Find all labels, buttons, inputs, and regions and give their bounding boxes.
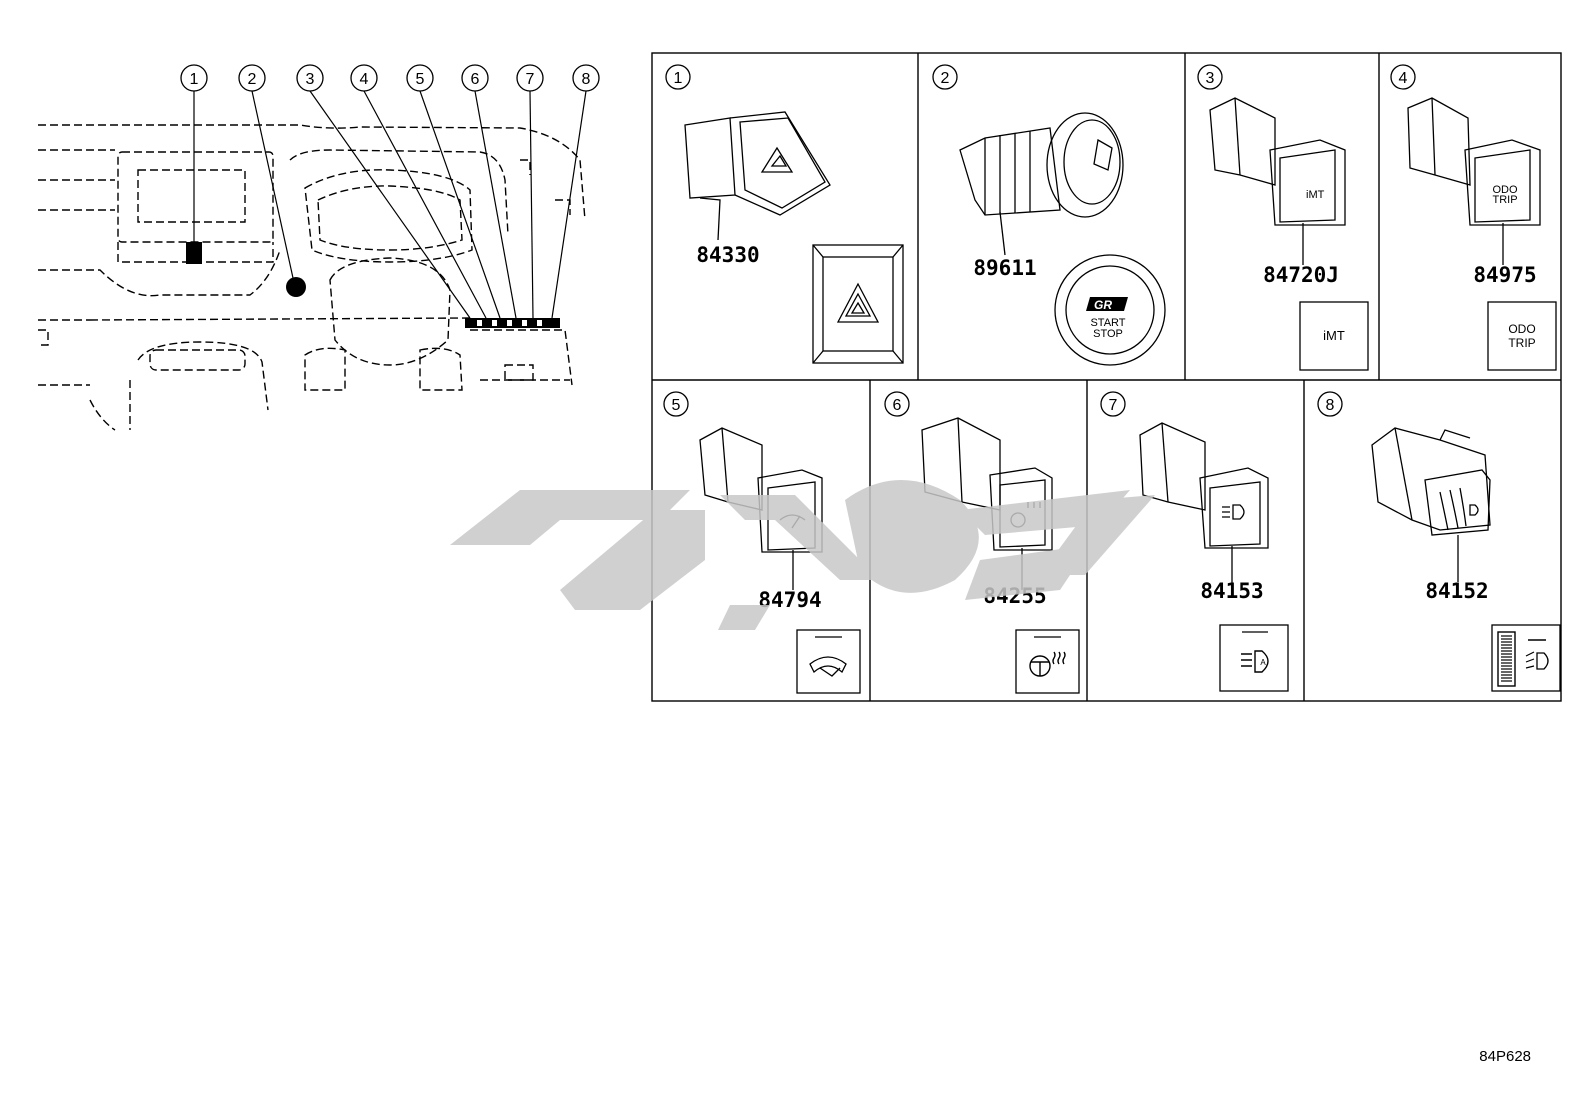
panel-imt-switch <box>1209 97 1369 371</box>
panel-number: 1 <box>674 70 683 87</box>
svg-text:7: 7 <box>526 71 535 88</box>
watermark-logo <box>450 480 1155 630</box>
auto-headlight-icon: A <box>1241 650 1269 673</box>
overview-callout-1: 1 <box>180 64 208 92</box>
overview-callout-2: 2 <box>238 64 266 92</box>
panel-4-labels: 4 84975 <box>1390 64 1537 287</box>
panel-number: 3 <box>1206 70 1215 87</box>
svg-text:TRIP: TRIP <box>1508 336 1535 350</box>
panel-number: 4 <box>1399 70 1408 87</box>
panel-number: 8 <box>1326 397 1335 414</box>
panel-headlight-level-dial <box>1371 427 1561 692</box>
overview-callout-4: 4 <box>350 64 378 92</box>
dashboard-overview <box>38 124 586 431</box>
svg-text:5: 5 <box>416 71 425 88</box>
gr-logo-icon: GR <box>1086 297 1128 312</box>
part-number: 84975 <box>1473 263 1536 287</box>
dashboard-switch-bank <box>186 242 560 328</box>
panel-headlight-leveling-switch <box>1139 422 1289 692</box>
panel-7-labels: 7 84153 <box>1100 391 1264 603</box>
part-number: 84152 <box>1425 579 1488 603</box>
imt-icon-label: iMT <box>1323 328 1345 343</box>
panel-number: 2 <box>941 70 950 87</box>
overview-callout-5: 5 <box>406 64 434 92</box>
panel-number: 6 <box>893 397 902 414</box>
svg-text:4: 4 <box>360 71 369 88</box>
overview-leader-lines <box>193 90 587 319</box>
overview-callout-3: 3 <box>296 64 324 92</box>
part-number: 89611 <box>973 256 1036 280</box>
svg-text:A: A <box>1260 658 1266 667</box>
panel-5-labels: 5 84794 <box>663 391 822 612</box>
overview-callout-8: 8 <box>572 64 600 92</box>
overview-callouts: 1 2 3 4 5 6 7 8 <box>180 64 600 92</box>
svg-text:GR: GR <box>1094 298 1112 312</box>
panel-odo-trip-switch <box>1407 97 1557 371</box>
svg-text:ODO: ODO <box>1492 184 1518 196</box>
panel-8-labels: 8 84152 <box>1317 391 1489 603</box>
part-number: 84794 <box>758 588 821 612</box>
panel-2-labels: 2 89611 <box>932 64 1037 280</box>
figure-code: 84P628 <box>1479 1048 1531 1065</box>
svg-text:6: 6 <box>471 71 480 88</box>
part-number: 84153 <box>1200 579 1263 603</box>
steering-heater-icon <box>1029 651 1066 677</box>
panel-number: 7 <box>1109 397 1118 414</box>
panel-1-labels: 1 84330 <box>665 64 760 267</box>
panel-hazard-switch <box>684 111 904 364</box>
overview-callout-7: 7 <box>516 64 544 92</box>
svg-text:START: START <box>1090 317 1125 329</box>
start-stop-label: START STOP <box>1090 317 1125 340</box>
svg-text:8: 8 <box>582 71 591 88</box>
svg-text:ODO: ODO <box>1508 322 1535 336</box>
svg-text:2: 2 <box>248 71 257 88</box>
svg-text:1: 1 <box>190 71 199 88</box>
part-number: 84720J <box>1263 263 1339 287</box>
odo-trip-icon-label: ODO TRIP <box>1508 322 1535 350</box>
panel-number: 5 <box>672 397 681 414</box>
headlight-level-dial-icon <box>1497 631 1549 687</box>
svg-text:STOP: STOP <box>1093 328 1123 340</box>
svg-text:3: 3 <box>306 71 315 88</box>
svg-text:iMT: iMT <box>1306 189 1325 201</box>
parts-grid <box>651 52 1562 702</box>
panel-start-stop-switch <box>959 112 1166 366</box>
svg-text:TRIP: TRIP <box>1492 194 1517 206</box>
overview-callout-6: 6 <box>461 64 489 92</box>
part-number: 84330 <box>696 243 759 267</box>
panel-3-labels: 3 84720J <box>1197 64 1339 287</box>
